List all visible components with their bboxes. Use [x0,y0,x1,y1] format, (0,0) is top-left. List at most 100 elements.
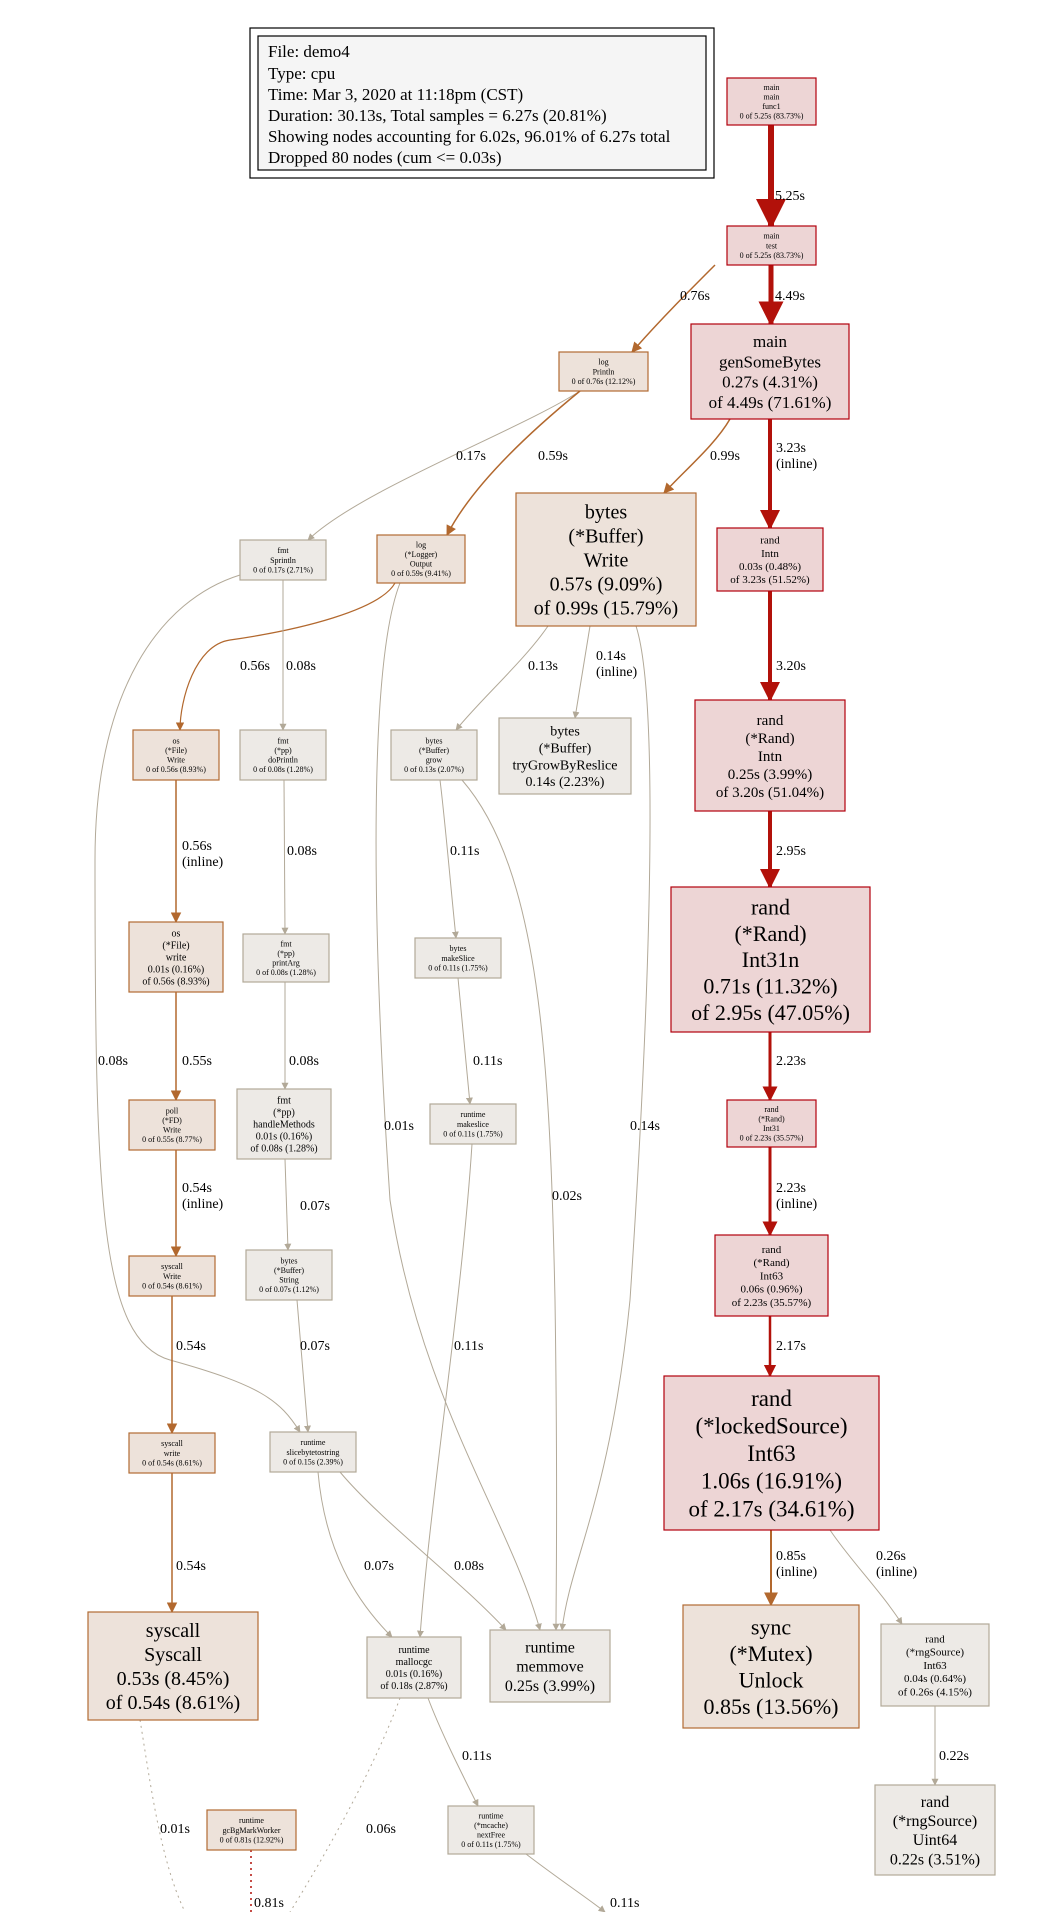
node-label: printArg [272,959,299,968]
node-label: poll [166,1106,179,1115]
node-label: rand [751,894,790,919]
node-label: (*pp) [273,1108,295,1119]
node-label: fmt [280,939,292,948]
node-label: os [172,929,181,940]
node-label: 0.06s (0.96%) [740,1284,802,1296]
edge-label: 0.81s [254,1896,284,1911]
node-label: runtime [239,1816,264,1825]
edge-label: 0.01s [160,1822,190,1837]
edge-line [631,264,716,353]
node-label: log [416,540,426,549]
node-label: test [766,241,778,250]
node-label: (*Buffer) [274,1266,304,1275]
node-label: Sprintln [270,556,296,565]
node-box [132,729,220,781]
node-label: 1.06s (16.91%) [701,1469,842,1494]
node-box [128,1255,216,1297]
node-box [128,921,224,993]
node-label: 0 of 0.08s (1.28%) [256,968,316,977]
legend-line: Time: Mar 3, 2020 at 11:18pm (CST) [268,85,523,104]
node-label: 0 of 5.25s (83.73%) [740,112,804,121]
node-label: (*Rand) [745,731,794,747]
node-label: makeslice [457,1120,489,1129]
edge-line [572,625,591,719]
call-edge: 0.08s [281,779,317,935]
node-label: 0 of 0.54s (8.61%) [142,1281,202,1290]
call-edge: 0.59s [446,390,581,536]
node-label: of 2.95s (47.05%) [691,1000,850,1025]
edge-line [525,1853,606,1912]
legend: File: demo4 Type: cpu Time: Mar 3, 2020 … [249,27,715,179]
node-label: Output [410,560,433,569]
call-edge: 0.81s [250,1850,284,1912]
edge-label: 0.01s [384,1119,414,1134]
node-box [726,225,817,266]
call-edge: 0.13s [455,625,558,731]
node-label: 0 of 0.11s (1.75%) [461,1840,521,1849]
node-box [670,886,871,1033]
edge-label: 0.14s [630,1119,660,1134]
node-box [726,1099,817,1148]
node-box [239,729,327,781]
edge-label: 0.11s [462,1749,491,1764]
call-edge: 5.25s [756,125,805,229]
node-label: (*Buffer) [539,742,592,757]
edge-line [307,390,581,541]
node-label: rand [925,1633,945,1645]
edge-label: 0.08s [289,1054,319,1069]
node-label: 0.01s (0.16%) [386,1669,442,1680]
node-label: mallocgc [396,1657,433,1668]
edge-label: (inline) [776,457,818,472]
node-box [128,1099,216,1151]
node-label: (*Logger) [405,550,438,559]
node-box [515,492,697,627]
node-label: 0 of 0.54s (8.61%) [142,1458,202,1467]
node-box [414,937,502,979]
edge-line [296,1299,311,1433]
edge-line [829,1529,903,1625]
edge-line [281,779,289,935]
node-label: 0.01s (0.16%) [256,1132,312,1143]
node-label: 0 of 0.81s (12.92%) [220,1835,284,1844]
node-label: handleMethods [253,1120,315,1131]
node-label: 0.71s (11.32%) [703,974,837,999]
node-label: rand [751,1386,792,1411]
node-label: bytes [450,944,467,953]
